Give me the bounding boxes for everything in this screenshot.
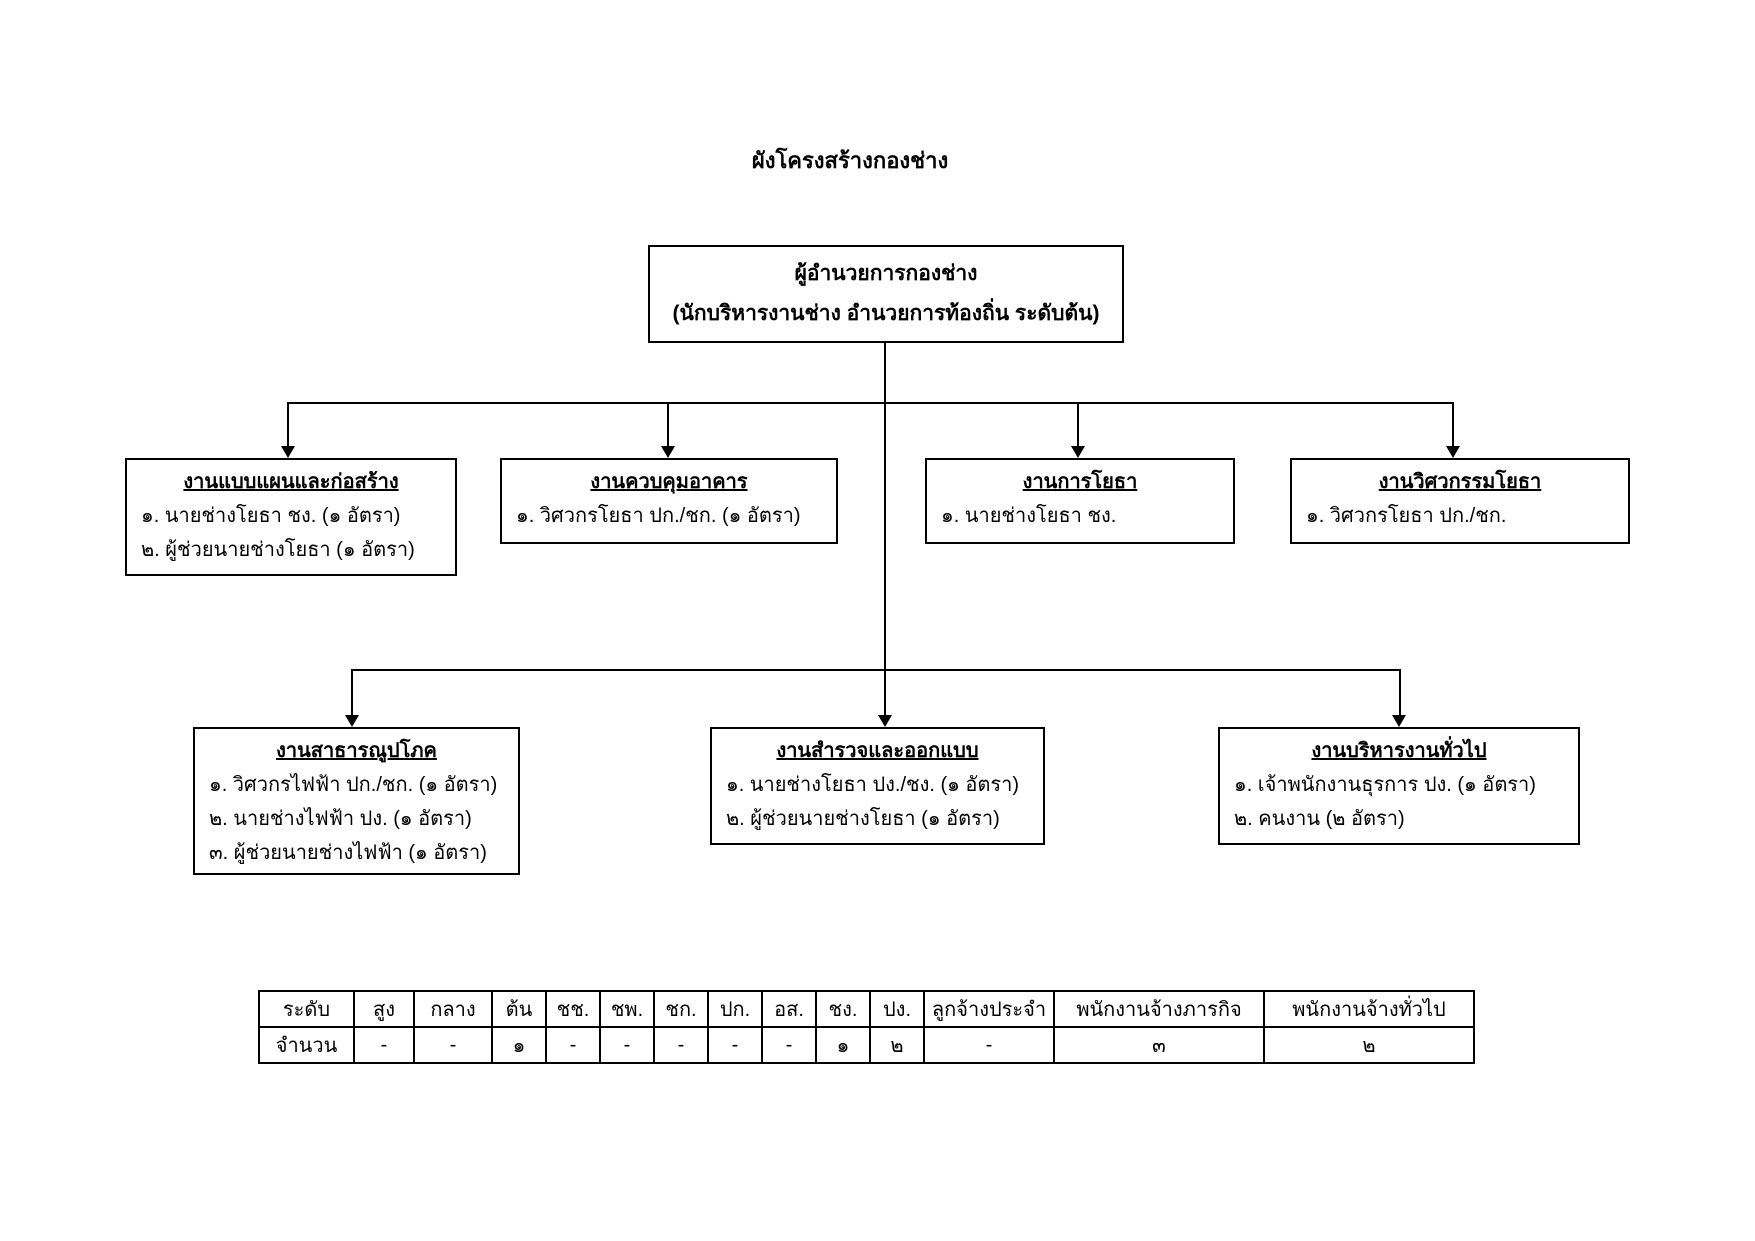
header-cell: ชง.: [815, 990, 871, 1028]
header-cell: ระดับ: [258, 990, 355, 1028]
staff-item: ๑. วิศวกรโยธา ปก./ชก.: [1306, 505, 1507, 527]
arrowhead-row2-2-icon: [878, 715, 892, 727]
header-cell: พนักงานจ้างทั่วไป: [1263, 990, 1475, 1028]
header-cell: ปง.: [869, 990, 925, 1028]
value-cell: ๒: [1263, 1026, 1475, 1064]
staff-item: ๑. วิศวกรโยธา ปก./ชก. (๑ อัตรา): [516, 505, 801, 527]
unit-title: งานควบคุมอาคาร: [590, 471, 748, 493]
arrowhead-row1-4-icon: [1446, 446, 1460, 458]
table-header-row: ระดับ สูง กลาง ต้น ชช. ชพ. ชก. ปก. อส. ช…: [258, 990, 1475, 1028]
connector-hline-row1: [287, 402, 1454, 404]
header-cell: ชพ.: [599, 990, 655, 1028]
unit-box-public-works: งานการโยธา ๑. นายช่างโยธา ชง.: [925, 458, 1235, 544]
value-cell: -: [923, 1026, 1055, 1064]
value-cell: -: [761, 1026, 817, 1064]
unit-box-general-admin: งานบริหารงานทั่วไป ๑. เจ้าพนักงานธุรการ …: [1218, 727, 1580, 845]
arrowhead-row1-1-icon: [281, 446, 295, 458]
header-cell: ปก.: [707, 990, 763, 1028]
value-cell: -: [413, 1026, 493, 1064]
staffing-table: ระดับ สูง กลาง ต้น ชช. ชพ. ชก. ปก. อส. ช…: [258, 990, 1475, 1064]
staff-item: ๑. นายช่างโยธา ชง.: [941, 505, 1117, 527]
unit-title: งานบริหารงานทั่วไป: [1311, 740, 1487, 762]
header-cell: ต้น: [491, 990, 547, 1028]
value-cell: ๓: [1053, 1026, 1265, 1064]
arrowhead-row2-1-icon: [345, 715, 359, 727]
unit-title: งานวิศวกรรมโยธา: [1378, 471, 1542, 493]
value-cell: -: [545, 1026, 601, 1064]
arrowhead-row2-3-icon: [1392, 715, 1406, 727]
staff-item: ๒. ผู้ช่วยนายช่างโยธา (๑ อัตรา): [726, 808, 1000, 830]
arrowhead-row1-2-icon: [661, 446, 675, 458]
staff-item: ๒. ผู้ช่วยนายช่างโยธา (๑ อัตรา): [141, 539, 415, 561]
connector-drop-row2-2: [884, 669, 886, 715]
unit-box-design-construction: งานแบบแผนและก่อสร้าง ๑. นายช่างโยธา ชง. …: [125, 458, 457, 576]
header-cell: พนักงานจ้างภารกิจ: [1053, 990, 1265, 1028]
director-box: ผู้อำนวยการกองช่าง (นักบริหารงานช่าง อำน…: [648, 245, 1124, 343]
connector-drop-row1-2: [667, 402, 669, 446]
value-cell: -: [599, 1026, 655, 1064]
staff-item: ๑. เจ้าพนักงานธุรการ ปง. (๑ อัตรา): [1234, 774, 1536, 796]
director-title: ผู้อำนวยการกองช่าง: [794, 262, 978, 286]
connector-drop-row1-1: [287, 402, 289, 446]
table-value-row: จำนวน - - ๑ - - - - - ๑ ๒ - ๓ ๒: [258, 1026, 1475, 1064]
value-cell: จำนวน: [258, 1026, 355, 1064]
connector-drop-row2-1: [351, 669, 353, 715]
value-cell: ๒: [869, 1026, 925, 1064]
unit-box-utilities: งานสาธารณูปโภค ๑. วิศวกรไฟฟ้า ปก./ชก. (๑…: [193, 727, 520, 875]
connector-hline-row2: [351, 669, 1401, 671]
staff-item: ๒. นายช่างไฟฟ้า ปง. (๑ อัตรา): [209, 808, 472, 830]
staff-item: ๑. วิศวกรไฟฟ้า ปก./ชก. (๑ อัตรา): [209, 774, 498, 796]
connector-stem: [884, 343, 886, 671]
value-cell: -: [653, 1026, 709, 1064]
value-cell: ๑: [491, 1026, 547, 1064]
connector-drop-row1-3: [1077, 402, 1079, 446]
unit-title: งานสาธารณูปโภค: [276, 740, 437, 762]
header-cell: สูง: [353, 990, 415, 1028]
header-cell: ชช.: [545, 990, 601, 1028]
staff-item: ๓. ผู้ช่วยนายช่างไฟฟ้า (๑ อัตรา): [209, 842, 487, 864]
connector-drop-row2-3: [1399, 669, 1401, 715]
header-cell: กลาง: [413, 990, 493, 1028]
value-cell: -: [707, 1026, 763, 1064]
unit-box-civil-engineering: งานวิศวกรรมโยธา ๑. วิศวกรโยธา ปก./ชก.: [1290, 458, 1630, 544]
connector-drop-row1-4: [1452, 402, 1454, 446]
unit-box-building-control: งานควบคุมอาคาร ๑. วิศวกรโยธา ปก./ชก. (๑ …: [500, 458, 838, 544]
unit-box-survey-design: งานสำรวจและออกแบบ ๑. นายช่างโยธา ปง./ชง.…: [710, 727, 1045, 845]
arrowhead-row1-3-icon: [1071, 446, 1085, 458]
unit-title: งานการโยธา: [1022, 471, 1138, 493]
staff-item: ๑. นายช่างโยธา ปง./ชง. (๑ อัตรา): [726, 774, 1020, 796]
header-cell: อส.: [761, 990, 817, 1028]
director-subtitle: (นักบริหารงานช่าง อำนวยการท้องถิ่น ระดับ…: [672, 302, 1100, 325]
unit-title: งานสำรวจและออกแบบ: [776, 740, 979, 762]
header-cell: ชก.: [653, 990, 709, 1028]
unit-title: งานแบบแผนและก่อสร้าง: [183, 471, 399, 493]
page-title: ผังโครงสร้างกองช่าง: [751, 148, 949, 173]
staff-item: ๑. นายช่างโยธา ชง. (๑ อัตรา): [141, 505, 401, 527]
staff-item: ๒. คนงาน (๒ อัตรา): [1234, 808, 1405, 830]
value-cell: -: [353, 1026, 415, 1064]
header-cell: ลูกจ้างประจำ: [923, 990, 1055, 1028]
value-cell: ๑: [815, 1026, 871, 1064]
